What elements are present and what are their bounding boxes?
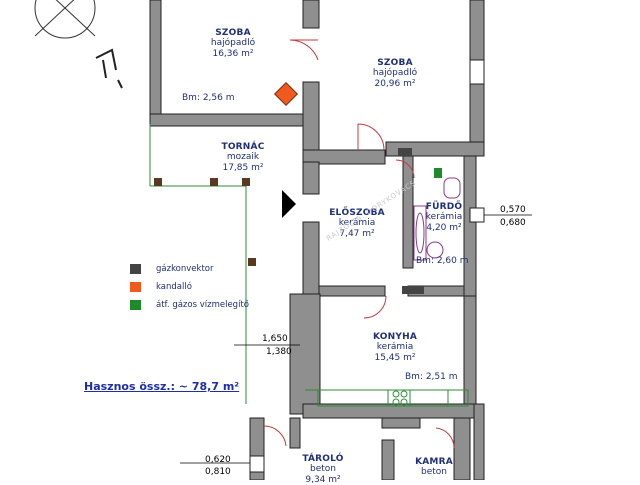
dimension-value: 0,620: [205, 455, 231, 465]
room-name: SZOBA: [215, 28, 251, 38]
room-floor: kerámia: [338, 218, 376, 229]
dimension-value: 0,680: [500, 218, 526, 228]
dimension-value: 1,380: [266, 347, 292, 357]
ceiling-height: Bm: 2,60 m: [416, 256, 469, 266]
room-area: 20,96 m²: [374, 78, 416, 89]
room-label-eloszoba: ELŐSZOBA kerámia 7,47 m²: [322, 208, 392, 239]
room-name: KAMRA: [415, 457, 453, 467]
kitchen-counter: [317, 389, 469, 407]
room-label-szoba1: SZOBA hajópadló 16,36 m²: [198, 28, 268, 59]
room-label-furdo: FÜRDŐ kerámia 4,20 m²: [414, 202, 474, 233]
window-marks: [249, 59, 485, 473]
room-name: ELŐSZOBA: [329, 208, 385, 218]
legend-swatch-vizmelegito: [130, 300, 141, 310]
room-name: SZOBA: [377, 58, 413, 68]
room-label-konyha: KONYHA kerámia 15,45 m²: [355, 332, 435, 363]
room-label-tarolo: TÁROLÓ beton 9,34 m²: [288, 454, 358, 485]
gas-convector-icon: [402, 286, 424, 294]
dimension-value: 1,650: [262, 334, 288, 344]
dimension-value: 0,810: [205, 467, 231, 477]
room-name: TORNÁC: [221, 142, 265, 152]
room-name: KONYHA: [373, 332, 417, 342]
room-area: 7,47 m²: [339, 228, 375, 239]
room-floor: beton: [421, 467, 447, 478]
door-swings: [263, 39, 455, 449]
room-name: TÁROLÓ: [302, 454, 344, 464]
room-floor: hajópadló: [210, 38, 256, 49]
legend-item: átf. gázos vízmelegítő: [156, 299, 249, 311]
legend-label: gázkonvektor: [156, 264, 214, 274]
legend-label: átf. gázos vízmelegítő: [156, 300, 249, 310]
room-area: 17,85 m²: [222, 162, 264, 173]
water-heater-icon: [434, 168, 442, 178]
room-name: FÜRDŐ: [425, 202, 463, 212]
room-area: 16,36 m²: [212, 48, 254, 59]
legend-swatch-gazkonvektor: [130, 264, 141, 274]
entrance-arrow-icon: [282, 190, 296, 218]
dimension-value: 0,570: [500, 205, 526, 215]
ceiling-height: Bm: 2,56 m: [182, 93, 235, 103]
legend-label: kandalló: [156, 282, 192, 292]
walls: [149, 0, 485, 480]
compass-icon: [34, 0, 96, 39]
gas-convector-icon: [398, 148, 412, 156]
fireplace-icon: [273, 81, 299, 107]
room-floor: mozaik: [226, 152, 260, 163]
bathroom-fixtures: [413, 177, 461, 261]
dimension-lines: [180, 214, 532, 464]
room-floor: beton: [310, 464, 336, 475]
room-area: 4,20 m²: [426, 222, 462, 233]
room-label-szoba2: SZOBA hajópadló 20,96 m²: [360, 58, 430, 89]
north-arrow-icon: [95, 48, 123, 89]
room-label-tornac: TORNÁC mozaik 17,85 m²: [208, 142, 278, 173]
room-floor: kerámia: [425, 212, 463, 223]
room-area: 15,45 m²: [374, 352, 416, 363]
terrace-posts: [154, 178, 256, 266]
legend-item: gázkonvektor: [156, 263, 213, 275]
room-label-kamra: KAMRA beton: [404, 457, 464, 478]
usable-area-summary: Hasznos össz.: ~ 78,7 m²: [84, 380, 240, 393]
room-floor: hajópadló: [372, 68, 418, 79]
ceiling-height: Bm: 2,51 m: [405, 372, 458, 382]
room-floor: kerámia: [376, 342, 414, 353]
legend-item: kandalló: [156, 281, 192, 293]
legend-swatch-kandallo: [130, 282, 141, 292]
